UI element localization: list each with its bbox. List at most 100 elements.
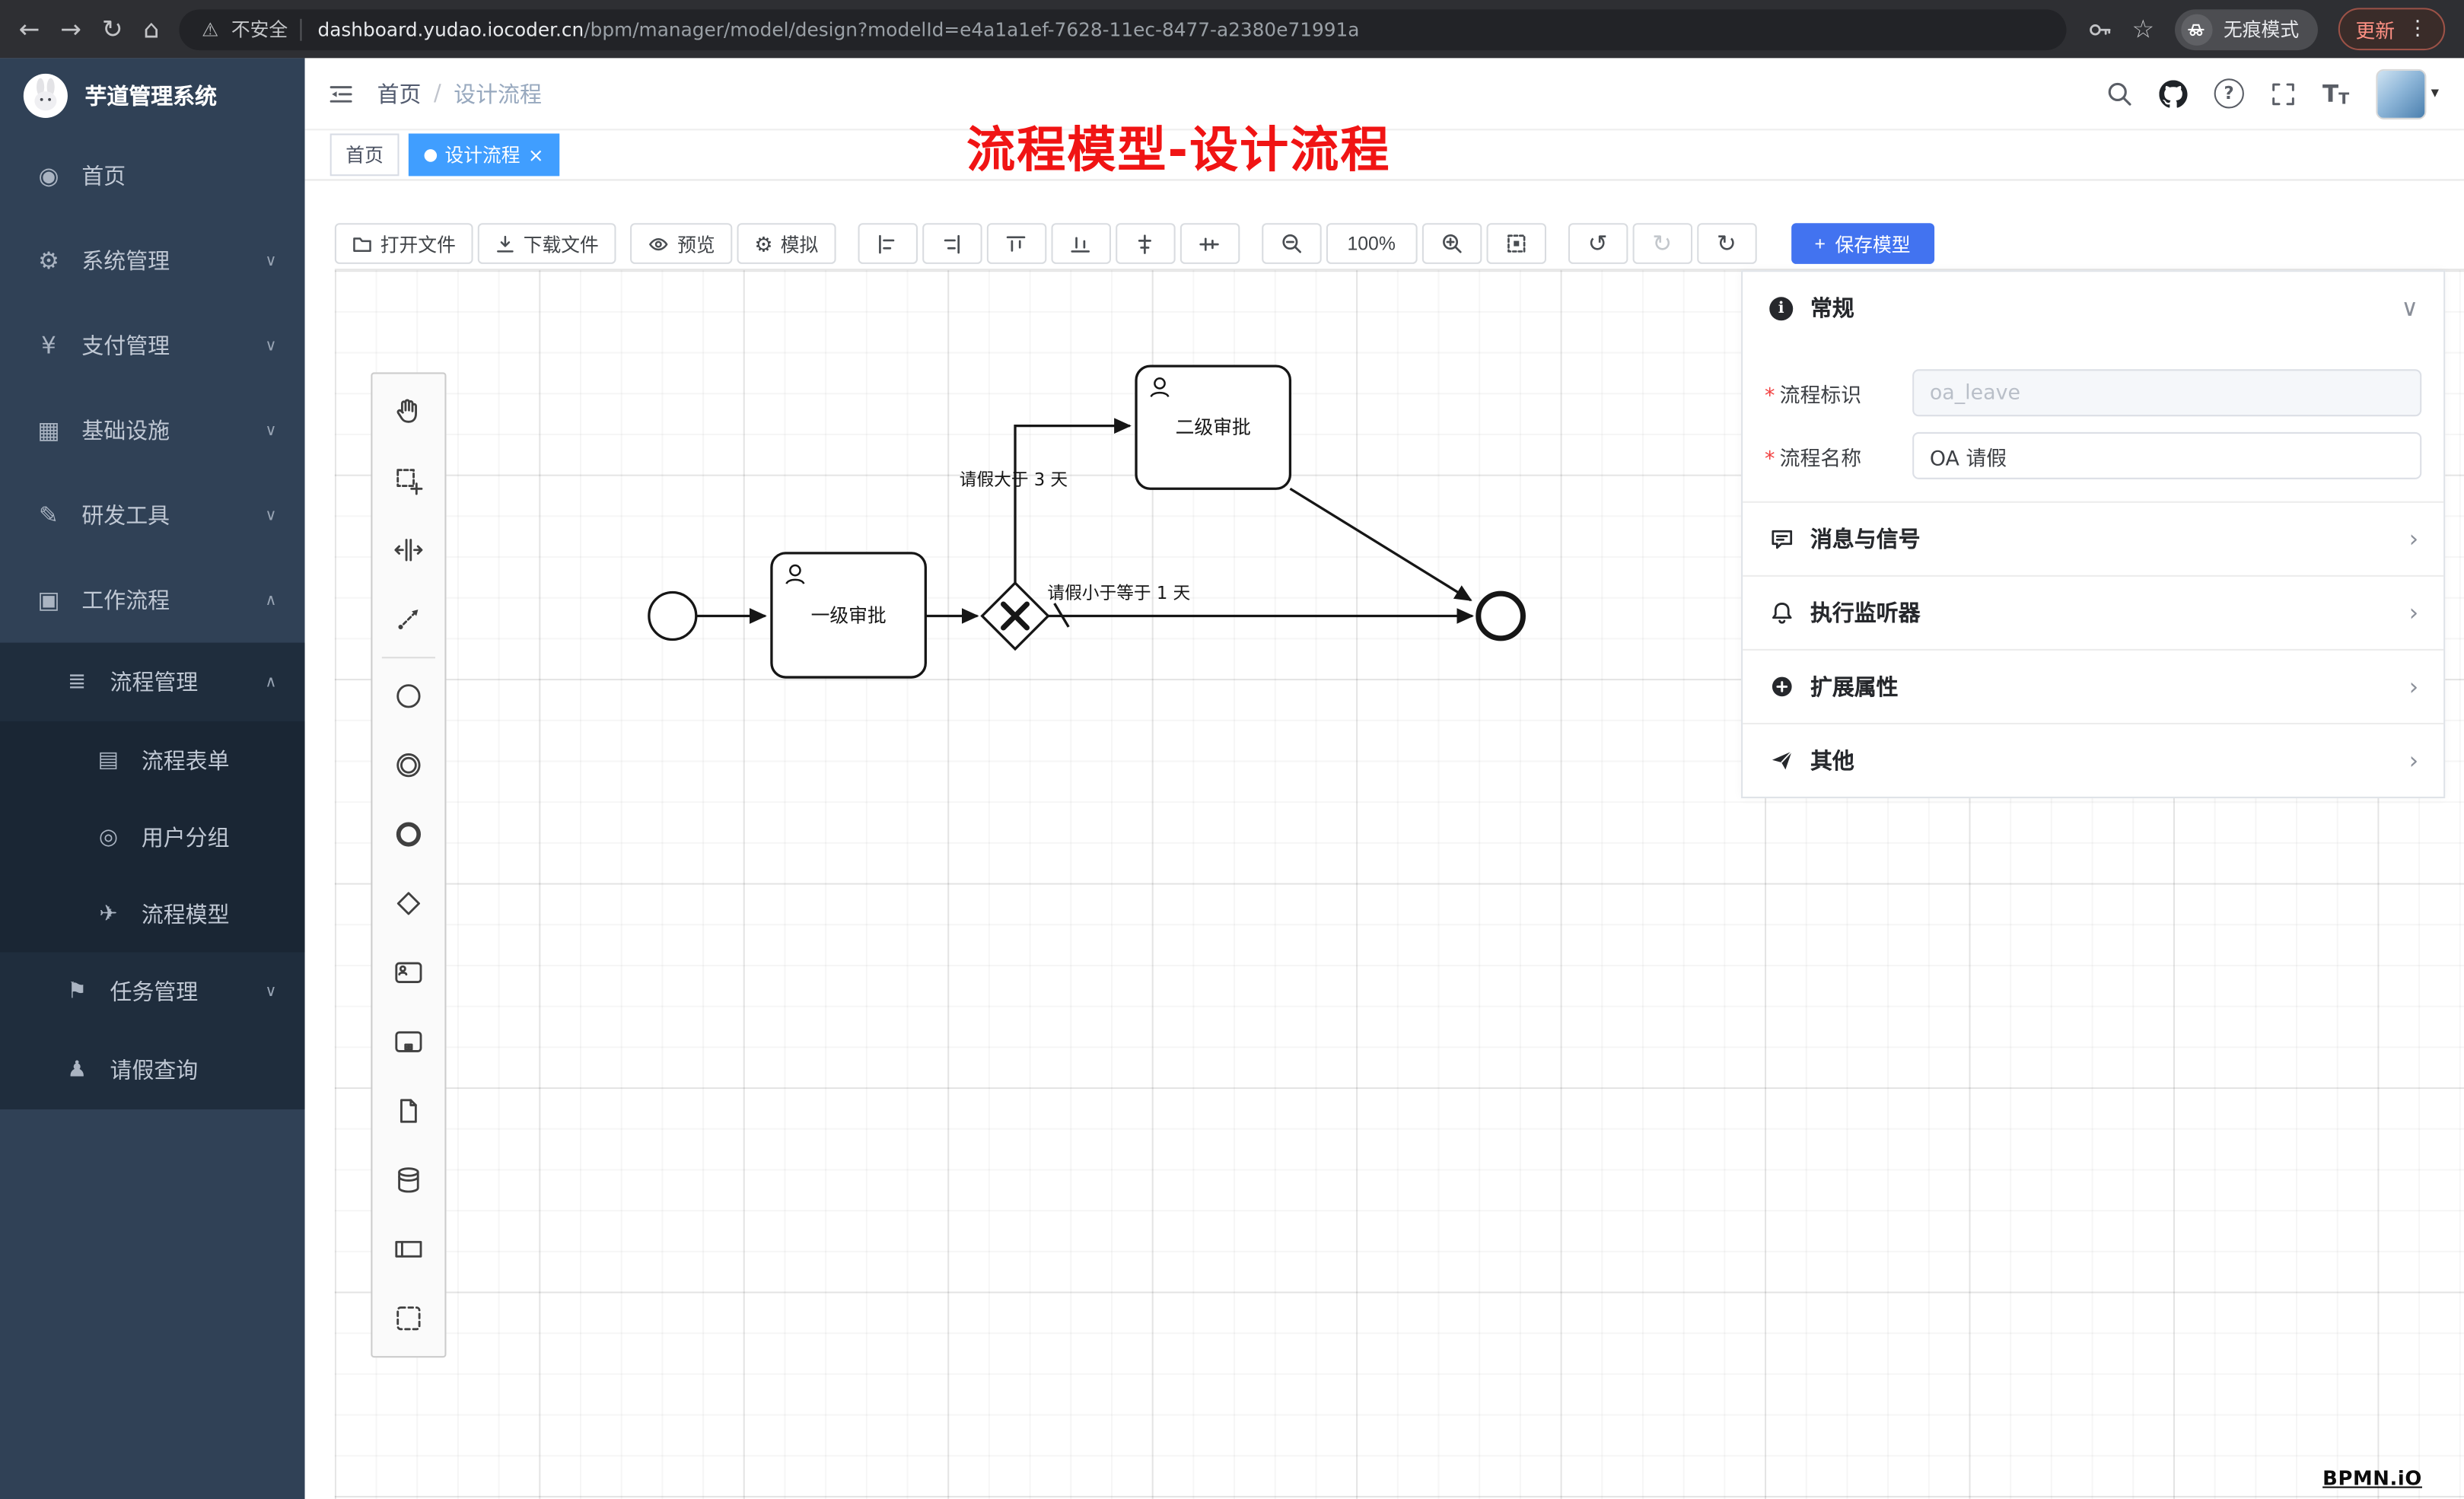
close-icon[interactable]: × [527,143,544,166]
sidebar-collapse-icon[interactable] [305,79,377,107]
end-event[interactable] [1476,590,1526,641]
align-left-button[interactable] [857,223,918,264]
avatar[interactable] [2376,68,2427,119]
align-right-button[interactable] [922,223,982,264]
user-menu[interactable]: ▾ [2376,68,2439,119]
model-send-icon: ✈ [99,901,118,927]
global-connect-tool[interactable] [372,584,444,654]
section-general[interactable]: i 常规 ∨ [1743,272,2443,344]
fullscreen-icon[interactable] [2271,81,2296,106]
intermediate-event-icon [396,753,421,778]
zoom-in-button[interactable] [1421,223,1482,264]
create-group[interactable] [372,1284,444,1353]
sidebar-item-leave-query[interactable]: ♟ 请假查询 [0,1031,305,1109]
gear-icon: ⚙ [38,247,59,275]
home-icon[interactable]: ⌂ [143,13,160,43]
annotation-title: 流程模型-设计流程 [966,123,1391,180]
bpmn-io-watermark[interactable]: BPMN.iO [2322,1466,2422,1490]
sidebar-item-task-management[interactable]: ⚑ 任务管理 ∨ [0,952,305,1030]
sidebar-item-user-group[interactable]: ◎ 用户分组 [0,798,305,876]
simulate-button[interactable]: ⚙ 模拟 [737,223,836,264]
align-center-h-button[interactable] [1115,223,1176,264]
open-file-button[interactable]: 打开文件 [334,223,473,264]
restart-button[interactable]: ↻ [1696,223,1757,264]
sequence-flow-task2-end[interactable] [1289,487,1472,602]
create-subprocess[interactable] [372,1007,444,1077]
key-icon[interactable] [2087,17,2112,42]
breadcrumb-home[interactable]: 首页 [377,82,422,108]
forward-icon[interactable]: → [60,13,81,43]
create-data-store[interactable] [372,1145,444,1214]
create-end-event[interactable] [372,800,444,869]
back-icon[interactable]: ← [18,13,40,43]
gateway-icon [396,892,420,915]
help-icon[interactable]: ? [2214,78,2244,109]
sidebar-item-workflow[interactable]: ▣ 工作流程 ∧ [0,558,305,643]
bpmn-designer: 打开文件 下载文件 预览 ⚙ 模拟 [304,180,2464,1499]
lasso-tool[interactable] [372,446,444,515]
task-second-approval[interactable]: 二级审批 [1135,364,1292,490]
tab-design-process[interactable]: 设计流程 × [408,133,560,177]
sidebar-item-devtools[interactable]: ✎ 研发工具 ∨ [0,473,305,559]
flow-label-lte1: 请假小于等于 1 天 [1047,584,1190,603]
zoom-out-icon [1281,234,1301,253]
align-top-button[interactable] [986,223,1046,264]
section-title: 常规 [1810,297,1854,323]
sidebar-item-home[interactable]: ◉ 首页 [0,134,305,219]
create-participant[interactable] [372,1214,444,1284]
browser-update-button[interactable]: 更新 ⋮ [2338,8,2446,51]
create-data-object[interactable] [372,1077,444,1146]
redo-button[interactable]: ↻ [1632,223,1692,264]
search-icon[interactable] [2106,80,2132,107]
create-start-event[interactable] [372,661,444,730]
undo-button[interactable]: ↺ [1568,223,1628,264]
sidebar-item-infra[interactable]: ▦ 基础设施 ∨ [0,388,305,473]
section-message-signal[interactable]: 消息与信号 › [1743,501,2444,575]
process-list-icon: ≣ [68,669,87,695]
reload-icon[interactable]: ↻ [101,13,123,43]
section-extended-attrs[interactable]: 扩展属性 › [1743,648,2444,723]
address-bar[interactable]: ⚠ 不安全 dashboard.yudao.iocoder.cn/bpm/man… [180,8,2066,50]
process-name-input[interactable] [1912,431,2422,479]
info-icon: i [1769,296,1794,320]
section-other[interactable]: 其他 › [1743,722,2444,797]
zoom-level[interactable]: 100% [1326,223,1418,264]
user-task-icon [395,962,422,983]
group-icon [396,1306,421,1331]
section-title: 扩展属性 [1810,675,1899,702]
sidebar-item-system[interactable]: ⚙ 系统管理 ∨ [0,218,305,304]
preview-button[interactable]: 预览 [630,223,733,264]
start-event-icon [396,684,421,708]
align-center-v-button[interactable] [1179,223,1240,264]
kebab-menu-icon[interactable]: ⋮ [2407,17,2428,41]
exclusive-gateway[interactable] [980,581,1050,651]
chevron-right-icon: › [2408,672,2419,702]
sidebar-item-payment[interactable]: ¥ 支付管理 ∨ [0,304,305,389]
align-bottom-button[interactable] [1050,223,1111,264]
hand-tool[interactable] [372,377,444,447]
sequence-flow-gt3[interactable] [1014,418,1132,584]
create-user-task[interactable] [372,938,444,1007]
create-gateway[interactable] [372,869,444,938]
space-tool[interactable] [372,515,444,584]
create-intermediate-event[interactable] [372,730,444,800]
github-icon[interactable] [2159,79,2188,107]
start-event[interactable] [648,590,698,641]
sidebar-item-process-form[interactable]: ▤ 流程表单 [0,721,305,799]
process-key-input[interactable] [1912,369,2422,417]
palette-divider [381,657,436,659]
zoom-value: 100% [1347,232,1396,255]
sidebar-item-process-model[interactable]: ✈ 流程模型 [0,875,305,953]
url-path: /bpm/manager/model/design?modelId=e4a1a1… [584,18,1360,40]
zoom-out-button[interactable] [1261,223,1322,264]
bookmark-star-icon[interactable]: ☆ [2131,13,2155,43]
zoom-reset-button[interactable] [1485,223,1546,264]
sidebar-item-process-management[interactable]: ≣ 流程管理 ∧ [0,643,305,721]
save-model-button[interactable]: + 保存模型 [1791,223,1934,264]
tab-home[interactable]: 首页 [329,133,400,177]
download-file-button[interactable]: 下载文件 [477,223,616,264]
security-label: 不安全 [231,18,288,41]
task-first-approval[interactable]: 一级审批 [770,552,927,679]
section-execution-listener[interactable]: 执行监听器 › [1743,574,2444,649]
